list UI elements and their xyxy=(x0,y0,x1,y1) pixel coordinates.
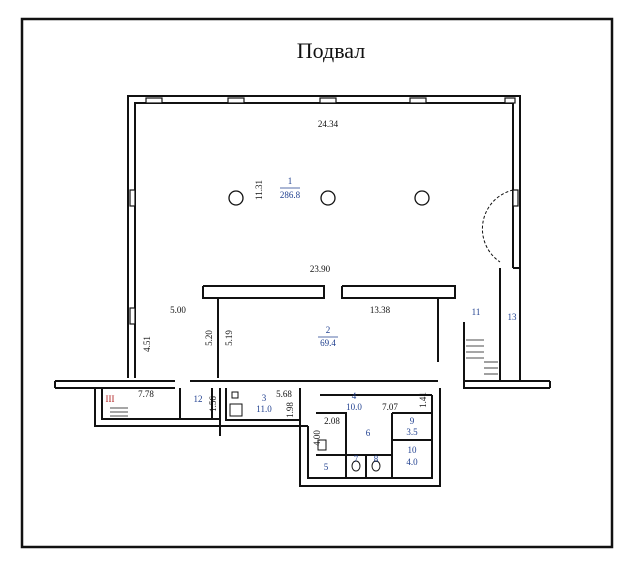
columns xyxy=(228,190,430,206)
frame-border xyxy=(20,17,614,549)
room-labels: 1 286.8 2 69.4 3 11.0 4 10.0 5 6 7 8 9 3… xyxy=(106,176,518,472)
dim-label: 5.20 xyxy=(204,330,214,346)
room-12-number: 12 xyxy=(194,394,203,404)
room-iii-number: III xyxy=(106,394,115,404)
dim-label: 5.19 xyxy=(224,330,234,346)
room-2-number: 2 xyxy=(326,325,331,335)
dim-label: 11.31 xyxy=(254,180,264,200)
room-5-number: 5 xyxy=(324,462,329,472)
room-1-number: 1 xyxy=(288,176,293,186)
dimension-labels: 24.34 11.31 23.90 5.00 13.38 5.20 5.19 4… xyxy=(138,119,428,446)
dim-label: 5.68 xyxy=(276,389,292,399)
room-6-number: 6 xyxy=(366,428,371,438)
room-4-area: 10.0 xyxy=(346,402,362,412)
dim-label: 5.00 xyxy=(170,305,186,315)
room-1-area: 286.8 xyxy=(280,190,301,200)
room-9-area: 3.5 xyxy=(406,427,418,437)
room-13-number: 13 xyxy=(508,312,518,322)
dim-label: 4.51 xyxy=(142,336,152,352)
room-8-number: 8 xyxy=(374,454,379,464)
dim-label: 4.00 xyxy=(312,430,322,446)
dim-label: 1.41 xyxy=(418,392,428,408)
dim-label: 7.07 xyxy=(382,402,398,412)
room-10-number: 10 xyxy=(408,445,418,455)
stairs xyxy=(110,339,498,417)
room-4-number: 4 xyxy=(352,391,357,401)
room-9-number: 9 xyxy=(410,416,415,426)
room-3-number: 3 xyxy=(262,393,267,403)
room-7-number: 7 xyxy=(354,454,359,464)
room-10-area: 4.0 xyxy=(406,457,418,467)
windows xyxy=(129,97,519,325)
room-3-area: 11.0 xyxy=(256,404,272,414)
dim-label: 7.78 xyxy=(138,389,154,399)
dim-label: 2.08 xyxy=(324,416,340,426)
plan-title: Подвал xyxy=(297,38,366,63)
door-arc xyxy=(481,189,514,263)
dim-label: 24.34 xyxy=(318,119,339,129)
room-11-number: 11 xyxy=(472,307,481,317)
dim-label: 13.38 xyxy=(370,305,391,315)
dim-label: 1.56 xyxy=(208,396,218,412)
room-2-area: 69.4 xyxy=(320,338,336,348)
fixtures xyxy=(229,391,381,472)
dim-label: 23.90 xyxy=(310,264,331,274)
dim-label: 1.98 xyxy=(285,402,295,418)
walls xyxy=(54,95,551,487)
